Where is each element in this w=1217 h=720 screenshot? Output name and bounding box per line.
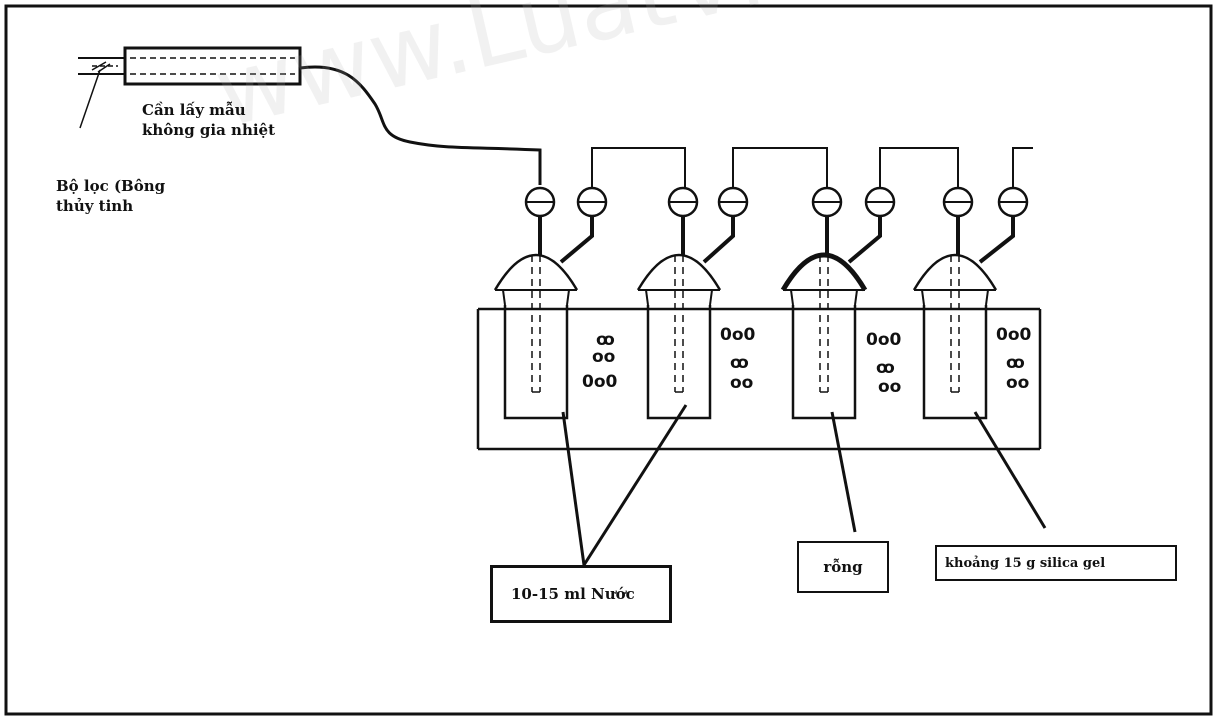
filter-label: Bộ lọc (Bông thủy tinh [56,176,165,217]
filter-label-line-1: Bộ lọc (Bông [56,177,166,195]
ice-bath [476,307,1042,451]
svg-text:ꝏ: ꝏ [1006,353,1025,373]
probe-label-line-1: Cần lấy mẫu [142,101,246,119]
sample-line [299,65,542,185]
svg-text:0o0: 0o0 [996,325,1032,345]
probe [78,46,302,86]
impinger-body [922,305,988,420]
probe-label-line-2: không gia nhiệt [142,121,276,140]
impinger-dome [780,252,868,292]
svg-text:ꝏ: ꝏ [596,330,615,350]
svg-text:oo: oo [730,373,753,393]
filter-label-line-2: thủy tinh [56,197,134,216]
empty-box-label: rỗng [823,558,863,576]
svg-text:ꝏ: ꝏ [876,358,895,378]
svg-text:oo: oo [592,347,615,367]
probe-label: Cần lấy mẫu không gia nhiệt [142,100,275,141]
svg-text:ꝏ: ꝏ [730,353,749,373]
svg-text:oo: oo [878,377,901,397]
water-box: 10-15 ml Nước [490,565,672,623]
empty-box: rỗng [797,541,889,593]
water-box-label: 10-15 ml Nước [511,585,635,603]
impinger-1 [493,186,608,420]
impinger-body [791,305,857,420]
impinger-dome [636,253,722,291]
silica-box-label: khoảng 15 g silica gel [945,555,1106,571]
impinger-2 [636,186,749,420]
svg-text:0o0: 0o0 [582,372,618,392]
filter [79,61,111,129]
impingers [493,186,1029,420]
pointer-lines [561,404,1047,566]
impinger-4 [912,186,1029,420]
svg-text:0o0: 0o0 [720,325,756,345]
page-frame [4,4,1213,716]
impinger-body [646,305,712,420]
impinger-body [503,305,569,420]
impinger-dome [493,253,579,291]
connecting-tubes [591,147,1033,190]
impinger-3 [780,186,896,420]
impinger-dome [912,253,998,291]
svg-text:0o0: 0o0 [866,330,902,350]
silica-box: khoảng 15 g silica gel [935,545,1177,581]
svg-text:oo: oo [1006,373,1029,393]
